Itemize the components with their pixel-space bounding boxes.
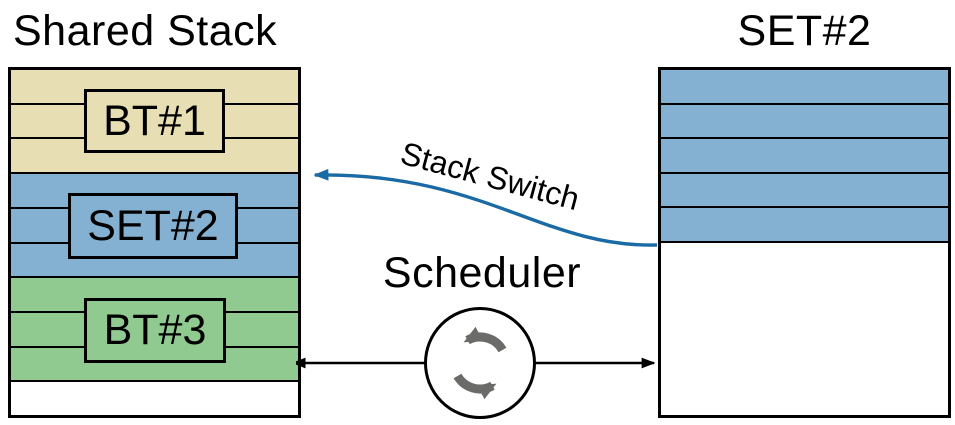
set2-stack-free-space xyxy=(661,242,948,415)
set2-stack-row xyxy=(661,104,948,140)
shared-stack-row-set2 xyxy=(11,243,298,279)
scheduler-title: Scheduler xyxy=(382,249,582,297)
set2-stack-row xyxy=(661,208,948,243)
set2-stack-row xyxy=(661,139,948,174)
set2-stack-title: SET#2 xyxy=(737,7,872,55)
set2-label-text: SET#2 xyxy=(87,201,219,250)
bt3-segment-label: BT#3 xyxy=(84,298,226,363)
bt3-label-text: BT#3 xyxy=(103,306,207,354)
bt1-label-text: BT#1 xyxy=(103,96,206,145)
set2-stack-row xyxy=(661,173,948,209)
set2-stack xyxy=(658,67,951,418)
sync-cycle-icon xyxy=(453,326,507,400)
set2-stack-row xyxy=(661,70,948,105)
scheduler-circle xyxy=(424,307,536,419)
stack-switch-arrow xyxy=(313,168,658,247)
shared-stack-row-free xyxy=(11,382,298,416)
shared-stack-title: Shared Stack xyxy=(13,7,278,55)
bt1-segment-label: BT#1 xyxy=(84,89,225,153)
set2-segment-label: SET#2 xyxy=(68,193,238,259)
